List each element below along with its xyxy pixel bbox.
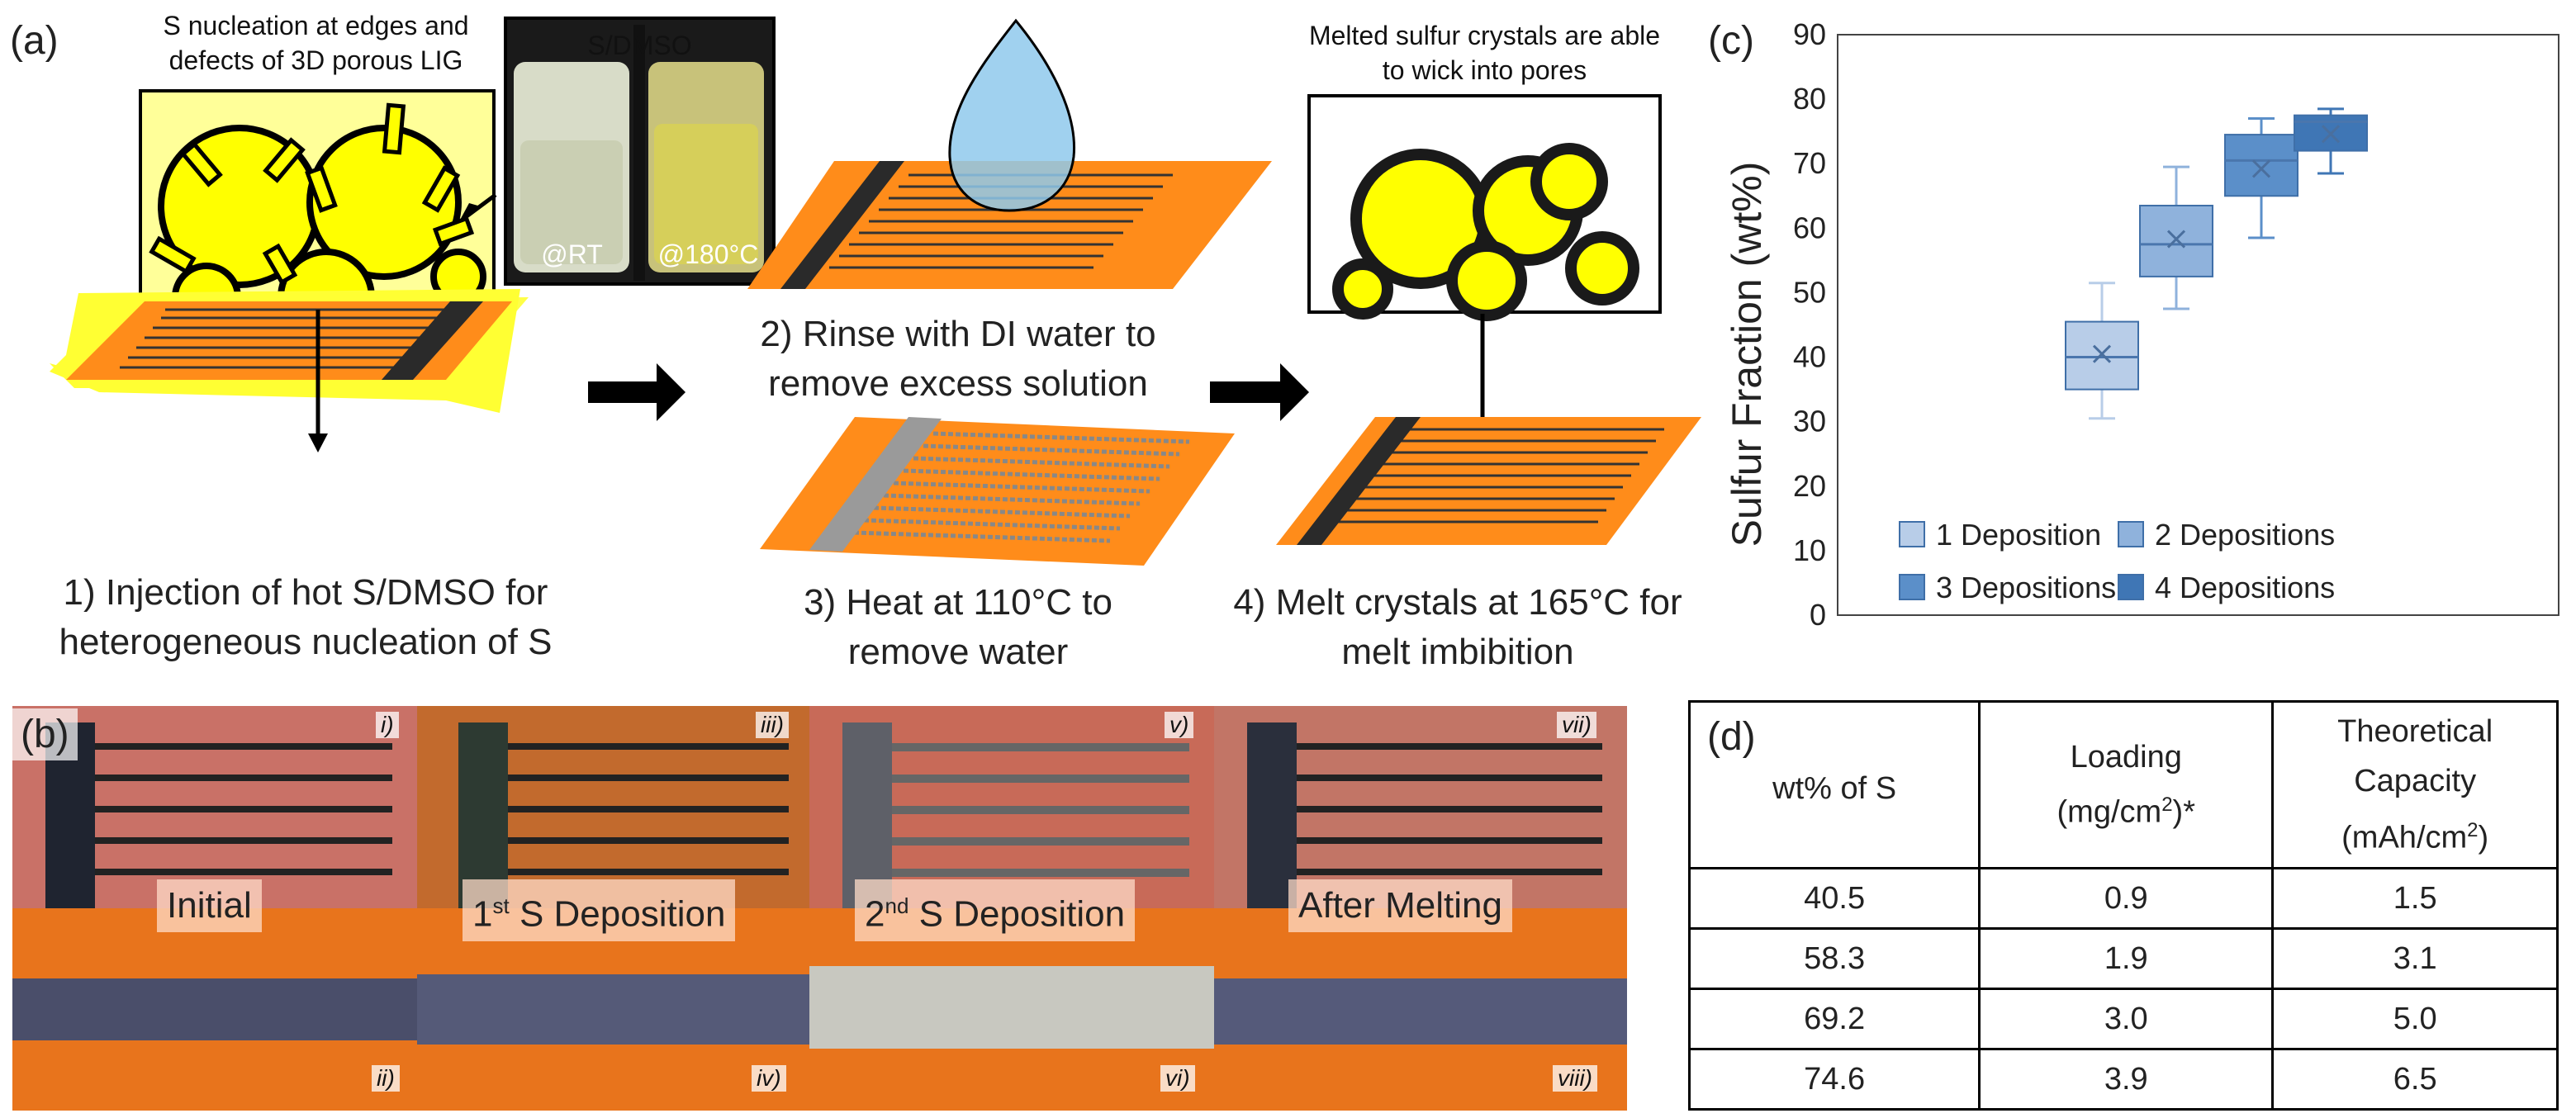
- photo-initial: [12, 706, 417, 1111]
- box-body: [2139, 204, 2213, 277]
- y-tick-label: 90: [1793, 17, 1826, 51]
- legend-label: 4 Depositions: [2155, 571, 2335, 604]
- vial-title: S/DMSO: [587, 31, 692, 60]
- photo-after-melting: [1214, 706, 1627, 1111]
- substrate-step1: [50, 289, 529, 413]
- numeral-vi: vi): [1160, 1065, 1195, 1092]
- panel-d-label: (d): [1707, 715, 1756, 759]
- header-cell-wt: (d) wt% of S: [1687, 700, 1981, 869]
- step1-caption: 1) Injection of hot S/DMSO for heterogen…: [59, 572, 553, 662]
- cell-loading: 1.9: [1978, 927, 2275, 990]
- table-header-row: (d) wt% of S Loading (mg/cm2)* Theoretic…: [1687, 700, 2559, 869]
- y-axis-title: Sulfur Fraction (wt%): [1724, 161, 1770, 547]
- numeral-v: v): [1165, 712, 1194, 738]
- cell-capacity: 6.5: [2271, 1048, 2559, 1111]
- y-tick-label: 20: [1793, 469, 1826, 503]
- cell-loading: 3.9: [1978, 1048, 2275, 1111]
- y-tick-label: 80: [1793, 82, 1826, 116]
- box-mean-marker: [2251, 159, 2271, 178]
- cell-loading: 0.9: [1978, 867, 2275, 930]
- numeral-iv: iv): [752, 1065, 786, 1092]
- y-tick-label: 0: [1810, 598, 1826, 632]
- legend-swatch: [1899, 521, 1925, 547]
- box-mean-marker: [2092, 344, 2112, 363]
- table-row: 40.5 0.9 1.5: [1687, 867, 2559, 930]
- legend-label: 1 Deposition: [1936, 518, 2101, 552]
- plot-frame: [1837, 34, 2559, 616]
- panel-c-label: (c): [1708, 19, 1754, 63]
- y-tick-label: 10: [1793, 533, 1826, 567]
- substrate-step3: [760, 417, 1235, 566]
- table-row: 69.2 3.0 5.0: [1687, 988, 2559, 1050]
- y-tick-label: 60: [1793, 211, 1826, 244]
- cell-wt: 74.6: [1687, 1048, 1981, 1111]
- box-mean-marker: [2166, 230, 2186, 249]
- header-loading-unit: (mg/cm2)*: [2057, 793, 2195, 830]
- melted-inset-diagram: [1307, 94, 1662, 321]
- panel-a-label: (a): [10, 19, 59, 63]
- nucleation-note: S nucleation at edges and defects of 3D …: [163, 11, 469, 75]
- process-arrow-1: [588, 363, 686, 421]
- panel-b-label: (b): [12, 708, 78, 760]
- legend-swatch: [2118, 521, 2144, 547]
- numeral-ii: ii): [372, 1065, 400, 1092]
- legend-swatch: [2118, 574, 2144, 600]
- numeral-iii: iii): [756, 712, 789, 738]
- vial-photo: [504, 17, 776, 286]
- cell-wt: 58.3: [1687, 927, 1981, 990]
- y-tick-label: 50: [1793, 275, 1826, 309]
- vial-right-label: @180°C: [657, 239, 759, 269]
- header-loading: Loading: [2070, 740, 2182, 775]
- cell-wt: 40.5: [1687, 867, 1981, 930]
- capacity-table: (d) wt% of S Loading (mg/cm2)* Theoretic…: [1687, 700, 2559, 1111]
- table-row: 58.3 1.9 3.1: [1687, 927, 2559, 990]
- substrate-step4: [1276, 417, 1701, 545]
- step2-caption: 2) Rinse with DI water to remove excess …: [760, 314, 1156, 404]
- melt-note: Melted sulfur crystals are able to wick …: [1308, 21, 1661, 85]
- legend-label: 3 Depositions: [1936, 571, 2116, 604]
- numeral-viii: viii): [1553, 1065, 1597, 1092]
- header-capacity-unit: (mAh/cm2): [2341, 819, 2489, 855]
- table-row: 74.6 3.9 6.5: [1687, 1048, 2559, 1111]
- numeral-i: i): [376, 712, 399, 738]
- y-tick-label: 70: [1793, 146, 1826, 180]
- cell-wt: 69.2: [1687, 988, 1981, 1050]
- header-cell-loading: Loading (mg/cm2)*: [1978, 700, 2275, 869]
- cell-loading: 3.0: [1978, 988, 2275, 1050]
- process-arrow-2: [1210, 363, 1309, 421]
- step4-caption: 4) Melt crystals at 165°C for melt imbib…: [1233, 582, 1682, 672]
- substrate-step2: [747, 161, 1272, 289]
- photo-label-first-deposition: 1st S Deposition: [463, 879, 736, 941]
- y-tick-label: 30: [1793, 405, 1826, 438]
- header-cell-capacity: Theoretical Capacity (mAh/cm2): [2271, 700, 2559, 869]
- legend-label: 2 Depositions: [2155, 518, 2335, 552]
- box-body: [2224, 134, 2298, 197]
- box-mean-marker: [2321, 125, 2341, 144]
- water-droplet-icon: [948, 18, 1076, 212]
- cell-capacity: 3.1: [2271, 927, 2559, 990]
- photo-first-deposition: [417, 706, 809, 1111]
- numeral-vii: vii): [1557, 712, 1596, 738]
- legend-swatch: [1899, 574, 1925, 600]
- photo-label-initial: Initial: [157, 879, 262, 932]
- cell-capacity: 1.5: [2271, 867, 2559, 930]
- photo-label-after-melting: After Melting: [1288, 879, 1512, 932]
- cell-capacity: 5.0: [2271, 988, 2559, 1050]
- photo-label-second-deposition: 2nd S Deposition: [855, 879, 1136, 941]
- vial-left-label: @RT: [541, 239, 603, 269]
- y-tick-label: 40: [1793, 340, 1826, 374]
- step3-caption: 3) Heat at 110°C to remove water: [804, 582, 1112, 672]
- header-wt: wt% of S: [1772, 771, 1897, 806]
- header-capacity: Theoretical Capacity: [2337, 714, 2493, 799]
